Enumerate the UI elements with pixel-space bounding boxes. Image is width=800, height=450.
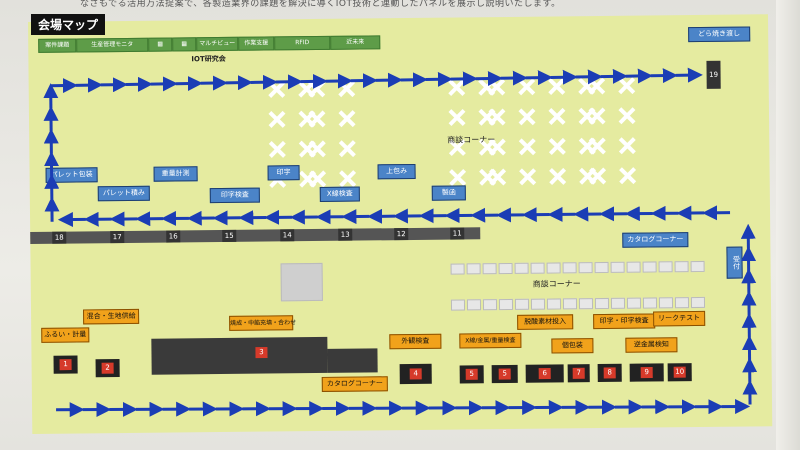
route-lines	[43, 67, 758, 418]
top-caption: なさもでる活用万法提案で、各製造業界の課題を解決に導くIOT技術と連動したパネル…	[80, 0, 561, 9]
map-title: 会場マップ	[31, 14, 106, 35]
map-background: 案件課題 生産管理モニタ ▦ ▦ マルチビュー 作業支援 RFID 近未来 IO…	[28, 14, 773, 434]
paper-edge	[776, 0, 800, 450]
conveyor-route	[43, 67, 758, 418]
